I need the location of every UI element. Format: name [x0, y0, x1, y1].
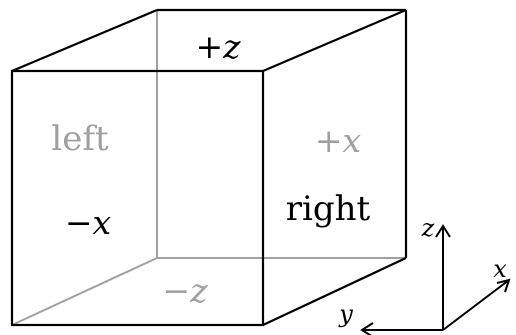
hidden-edge-bottom-left-diagonal	[11, 257, 158, 326]
top-edge-right-diagonal	[262, 8, 407, 73]
axis-label-y: y	[338, 300, 353, 328]
z-arrowhead	[435, 224, 451, 238]
label-left: left	[51, 119, 109, 159]
axis-label-x: x	[493, 255, 507, 283]
label-top-plus-z: +z	[195, 27, 241, 66]
label-right-plus-x: +x	[315, 121, 362, 160]
top-edge-left-diagonal	[11, 8, 158, 73]
axis-label-z: z	[421, 214, 435, 242]
x-axis-arrow	[442, 279, 510, 331]
label-right: right	[286, 189, 371, 229]
bottom-edge-right-diagonal	[262, 257, 407, 326]
label-bottom-minus-z: −z	[162, 271, 208, 310]
front-face	[10, 69, 265, 327]
front-edges	[10, 8, 408, 327]
label-left-minus-x: −x	[65, 203, 112, 242]
hidden-edges	[11, 10, 406, 326]
x-arrowhead	[496, 278, 511, 293]
axis-triad	[360, 224, 511, 335]
